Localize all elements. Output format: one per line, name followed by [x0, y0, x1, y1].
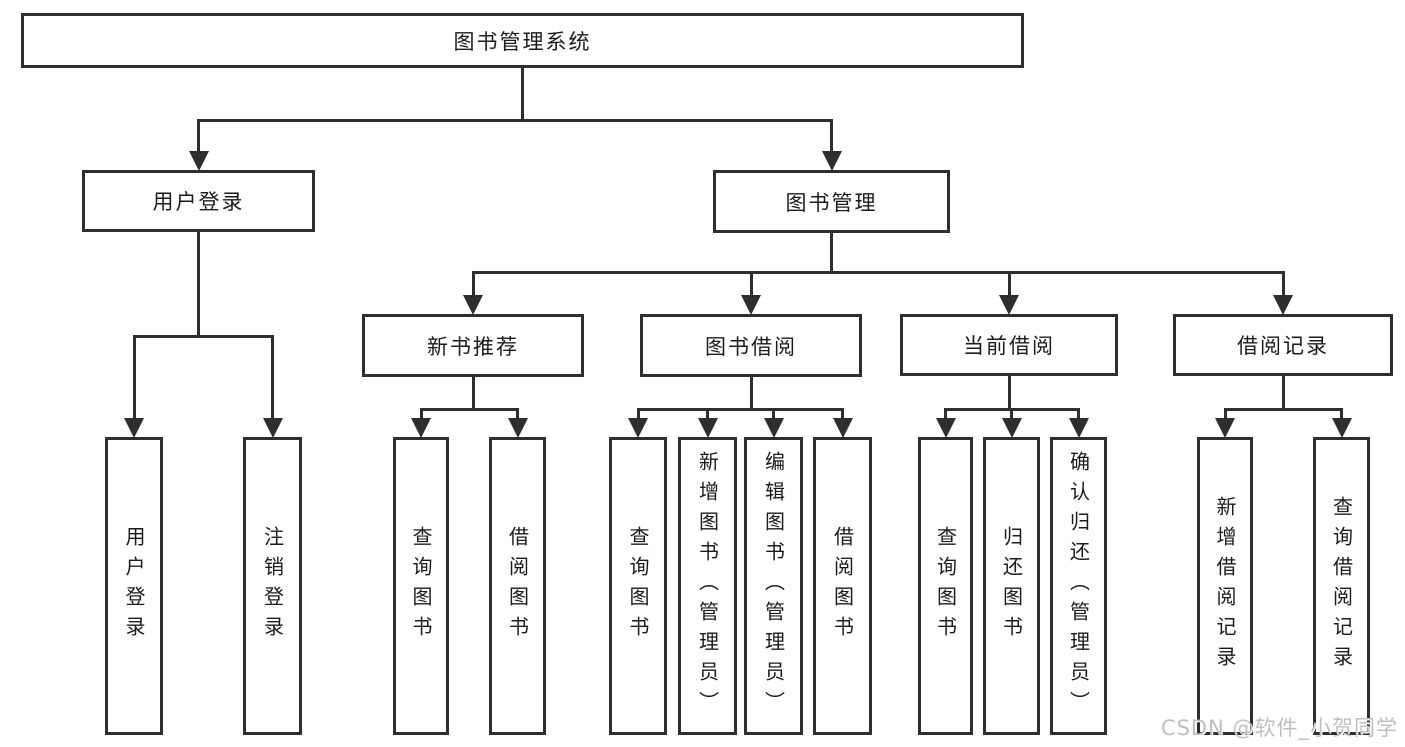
node-bb-edit: 编辑图书（管理员）	[744, 437, 803, 735]
node-label-user-login: 用户登录	[152, 190, 245, 214]
connector-drop-bb-edit	[772, 409, 775, 419]
node-logout: 注销登录	[243, 437, 302, 735]
connector-drop-bb-add	[706, 409, 709, 419]
connector-stem-book-mgmt	[830, 233, 833, 272]
node-book-mgmt: 图书管理	[713, 170, 950, 233]
connector-drop-cb-query	[944, 409, 947, 419]
connector-drop-nbr-query	[419, 409, 423, 419]
node-bb-borrow: 借阅图书	[813, 437, 872, 735]
arrow-down-icon-bb-edit	[763, 418, 784, 438]
node-label-br-add: 新增借阅记录	[1213, 496, 1237, 676]
connector-drop-nbr-borrow	[516, 409, 519, 419]
connector-drop-cb-confirm	[1077, 409, 1080, 419]
arrow-down-icon-br-query	[1331, 418, 1352, 438]
connector-drop-bb-query	[636, 409, 640, 419]
arrow-down-icon-cb-confirm	[1068, 418, 1089, 438]
node-label-root: 图书管理系统	[453, 29, 592, 54]
node-login: 用户登录	[105, 437, 163, 735]
connector-bus-borrow-records	[1223, 407, 1343, 411]
node-cb-query: 查询图书	[918, 437, 973, 735]
connector-stem-new-book-rec	[471, 377, 475, 409]
node-label-cb-confirm: 确认归还（管理员）	[1066, 451, 1091, 721]
connector-drop-br-add	[1223, 409, 1227, 419]
connector-drop-current-borrow	[1007, 272, 1011, 296]
node-label-book-borrow: 图书借阅	[705, 334, 797, 359]
node-root: 图书管理系统	[21, 13, 1024, 68]
node-label-book-mgmt: 图书管理	[785, 190, 878, 215]
node-label-bb-edit: 编辑图书（管理员）	[761, 451, 786, 721]
arrow-down-icon-new-book-rec	[463, 295, 483, 315]
connector-bus-new-book-rec	[419, 407, 519, 411]
arrow-down-icon-logout	[262, 418, 283, 438]
node-label-borrow-records: 借阅记录	[1237, 334, 1329, 358]
arrow-down-icon-login	[124, 418, 144, 438]
node-cb-return: 归还图书	[983, 437, 1040, 735]
arrow-down-icon-bb-borrow	[832, 418, 853, 438]
arrow-down-icon-br-add	[1215, 418, 1235, 438]
node-label-nbr-borrow: 借阅图书	[505, 526, 530, 646]
connector-drop-bb-borrow	[841, 409, 844, 419]
arrow-down-icon-nbr-query	[411, 418, 431, 438]
csdn-watermark: CSDN @软件_小贺同学	[1160, 716, 1398, 740]
arrow-down-icon-book-mgmt	[821, 151, 842, 171]
node-book-borrow: 图书借阅	[640, 314, 862, 377]
arrow-down-icon-current-borrow	[999, 295, 1019, 315]
connector-stem-root	[521, 68, 524, 120]
connector-drop-logout	[271, 336, 274, 419]
node-br-add: 新增借阅记录	[1197, 437, 1253, 735]
node-user-login: 用户登录	[82, 170, 315, 232]
node-current-borrow: 当前借阅	[900, 314, 1118, 376]
node-cb-confirm: 确认归还（管理员）	[1050, 437, 1107, 735]
arrow-down-icon-borrow-records	[1273, 295, 1293, 315]
arrow-down-icon-cb-return	[1001, 418, 1022, 438]
connector-drop-br-query	[1340, 409, 1343, 419]
node-label-login: 用户登录	[122, 526, 146, 646]
node-br-query: 查询借阅记录	[1313, 437, 1370, 735]
connector-stem-current-borrow	[1007, 376, 1011, 409]
connector-drop-book-borrow	[749, 272, 753, 296]
node-nbr-borrow: 借阅图书	[489, 437, 546, 735]
arrow-down-icon-bb-query	[628, 418, 648, 438]
connector-bus-root	[197, 118, 833, 122]
connector-drop-user-login	[197, 120, 200, 152]
node-label-current-borrow: 当前借阅	[963, 334, 1055, 358]
arrow-down-icon-book-borrow	[741, 295, 761, 315]
node-label-bb-query: 查询图书	[626, 526, 650, 646]
arrow-down-icon-cb-query	[935, 418, 956, 438]
connector-bus-user-login	[132, 334, 274, 338]
node-label-nbr-query: 查询图书	[409, 526, 433, 646]
node-label-new-book-rec: 新书推荐	[427, 334, 519, 359]
connector-drop-book-mgmt	[830, 120, 833, 152]
node-label-bb-add: 新增图书（管理员）	[695, 451, 720, 721]
node-label-logout: 注销登录	[260, 526, 285, 646]
connector-stem-borrow-records	[1281, 376, 1285, 409]
node-new-book-rec: 新书推荐	[362, 314, 584, 377]
connector-bus-book-borrow	[636, 407, 844, 411]
node-label-cb-query: 查询图书	[933, 526, 958, 646]
node-nbr-query: 查询图书	[393, 437, 449, 735]
node-label-bb-borrow: 借阅图书	[830, 526, 855, 646]
connector-drop-new-book-rec	[471, 272, 475, 296]
node-label-cb-return: 归还图书	[999, 526, 1024, 646]
connector-stem-book-borrow	[749, 377, 753, 409]
connector-drop-cb-return	[1010, 409, 1013, 419]
connector-drop-login	[132, 336, 136, 419]
node-label-br-query: 查询借阅记录	[1329, 496, 1354, 676]
arrow-down-icon-user-login	[188, 151, 209, 171]
node-bb-query: 查询图书	[609, 437, 667, 735]
connector-stem-user-login	[197, 232, 200, 336]
connector-drop-borrow-records	[1281, 272, 1285, 296]
node-bb-add: 新增图书（管理员）	[678, 437, 737, 735]
arrow-down-icon-nbr-borrow	[507, 418, 528, 438]
node-borrow-records: 借阅记录	[1173, 314, 1393, 376]
arrow-down-icon-bb-add	[697, 418, 718, 438]
connector-bus-book-mgmt	[471, 270, 1285, 274]
